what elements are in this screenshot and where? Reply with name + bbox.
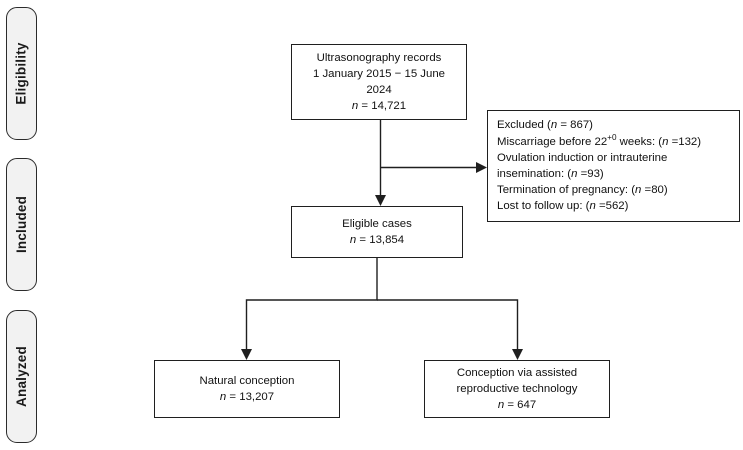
natural-count: n = 13,207	[220, 389, 274, 405]
excluded-line-3-n-symbol: n	[571, 168, 578, 180]
stage-pill-eligibility-label: Eligibility	[14, 42, 29, 105]
box-excluded: Excluded (n = 867) Miscarriage before 22…	[487, 110, 740, 222]
excluded-line-5-value: =562)	[595, 200, 629, 213]
arrowhead-excluded	[476, 162, 487, 173]
records-n-symbol: n	[351, 100, 359, 113]
excluded-line-2-label: Miscarriage before 22	[497, 135, 608, 148]
natural-n-value: = 13,207	[226, 391, 275, 403]
excluded-line-2: Miscarriage before 22+0 weeks: (n =132)	[497, 132, 702, 150]
eligible-count: n = 13,854	[350, 232, 404, 248]
art-line-1: Conception via assisted	[456, 366, 578, 379]
records-line-1: Ultrasonography records	[316, 51, 442, 64]
natural-n-symbol: n	[219, 391, 227, 403]
excluded-line-3-value: =93)	[577, 168, 604, 180]
art-line-2: reproductive technology	[456, 382, 578, 395]
art-n-symbol: n	[497, 399, 505, 412]
excluded-line-3-label: Ovulation induction or intrauterine inse…	[497, 151, 668, 180]
excluded-line-5-label: Lost to follow up: (	[497, 200, 590, 213]
excluded-line-2-value: =132)	[668, 135, 702, 148]
excluded-line-1-value: = 867)	[557, 119, 593, 132]
arrowhead-art	[512, 349, 523, 360]
records-n-value: = 14,721	[358, 100, 407, 113]
stage-pill-analyzed: Analyzed	[6, 310, 37, 443]
stage-pill-analyzed-label: Analyzed	[14, 346, 29, 407]
box-eligible-cases: Eligible cases n = 13,854	[291, 206, 463, 258]
eligible-line-1: Eligible cases	[342, 217, 412, 230]
connector-eligible-split	[245, 258, 378, 352]
excluded-line-1: Excluded (n = 867)	[497, 117, 593, 133]
excluded-line-1-n-symbol: n	[550, 119, 558, 132]
excluded-line-4: Termination of pregnancy: (n =80)	[497, 182, 668, 198]
arrowhead-eligible	[375, 195, 386, 206]
stage-pill-eligibility: Eligibility	[6, 7, 37, 140]
excluded-line-5-n-symbol: n	[589, 200, 596, 213]
records-count: n = 14,721	[352, 98, 406, 114]
excluded-line-5: Lost to follow up: (n =562)	[497, 198, 628, 214]
excluded-line-1-label: Excluded (	[497, 119, 551, 132]
excluded-line-4-value: =80)	[641, 184, 668, 197]
records-line-3: 2024	[366, 84, 392, 96]
excluded-line-4-n-symbol: n	[635, 184, 642, 197]
natural-line-1: Natural conception	[199, 374, 295, 387]
eligible-n-value: = 13,854	[356, 234, 405, 246]
connector-eligible-split-right	[377, 299, 519, 352]
excluded-line-3: Ovulation induction or intrauterine inse…	[497, 150, 730, 182]
box-assisted-reproductive-technology: Conception via assisted reproductive tec…	[424, 360, 610, 418]
box-ultrasonography-records: Ultrasonography records 1 January 2015 −…	[291, 44, 467, 120]
eligible-n-symbol: n	[349, 234, 357, 246]
arrowhead-natural	[241, 349, 252, 360]
box-natural-conception: Natural conception n = 13,207	[154, 360, 340, 418]
excluded-line-2-superscript: +0	[607, 132, 617, 142]
art-n-value: = 647	[504, 399, 537, 412]
art-count: n = 647	[498, 397, 536, 413]
excluded-line-2-mid: weeks: (	[616, 135, 663, 148]
excluded-line-2-n-symbol: n	[662, 135, 669, 148]
records-line-2: 1 January 2015 − 15 June	[312, 67, 446, 80]
stage-pill-included-label: Included	[14, 195, 30, 254]
stage-pill-included: Included	[6, 158, 37, 291]
excluded-line-4-label: Termination of pregnancy: (	[497, 184, 636, 197]
